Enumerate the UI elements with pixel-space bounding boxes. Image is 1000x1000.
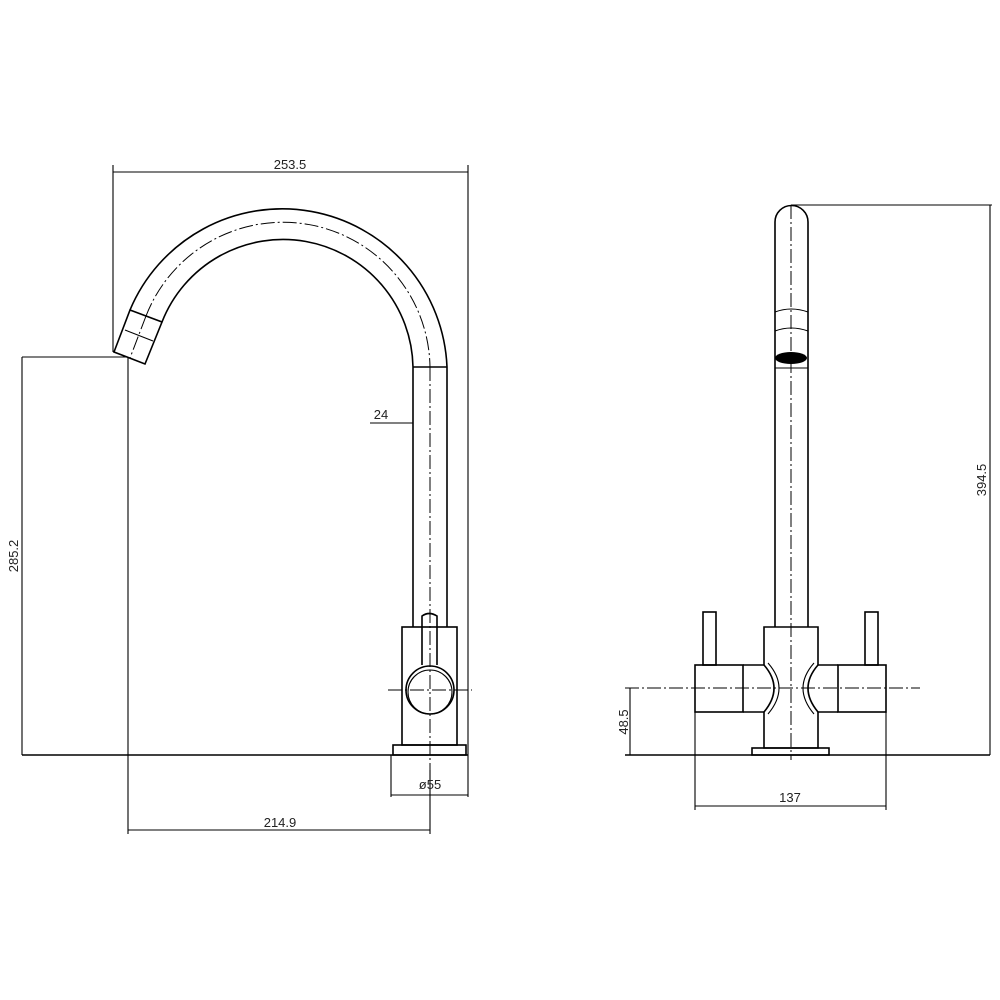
dim-overall-width: 137 [779,790,801,805]
tap-body-front [625,611,920,756]
dimension-lines-front [629,204,992,810]
dimension-lines [21,165,469,834]
dim-overall-height: 394.5 [974,464,989,497]
aerator [775,352,807,364]
dim-spout-projection: 214.9 [264,815,297,830]
side-view: 253.5 24 285.2 ø55 214.9 [6,157,472,834]
spout-front [774,204,809,760]
dim-spout-diameter: 24 [374,407,388,422]
dim-base-diameter: ø55 [419,777,441,792]
spout [112,208,448,770]
front-view: 394.5 48.5 137 [616,204,992,810]
dim-spout-height: 285.2 [6,540,21,573]
dim-handle-height: 48.5 [616,709,631,734]
dim-overall-reach: 253.5 [274,157,307,172]
